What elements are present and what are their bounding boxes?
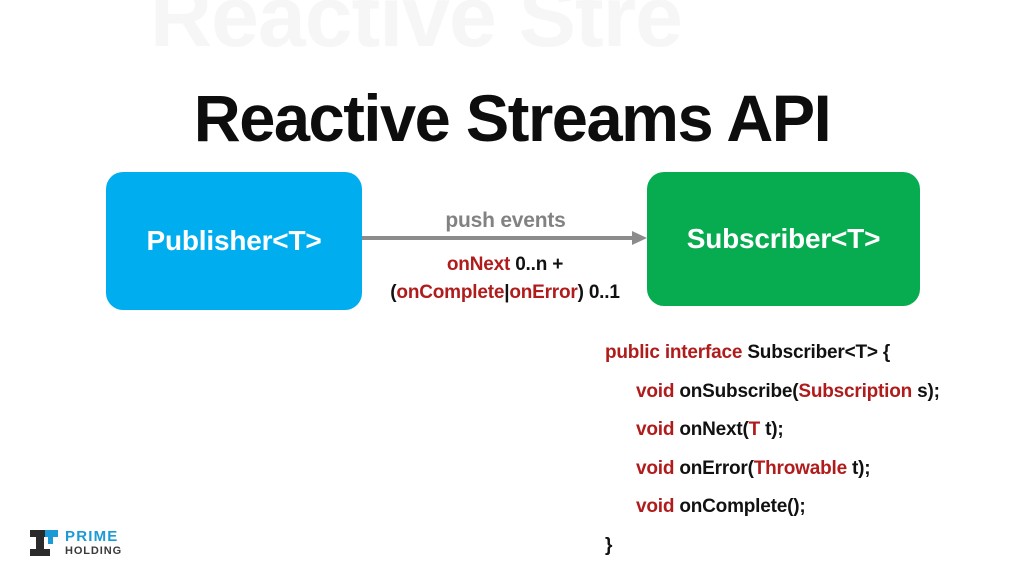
- background-watermark-text: Reactive Stre: [150, 0, 683, 65]
- code-line: public interface Subscriber<T> {: [605, 334, 1024, 373]
- pipe-separator: |: [504, 282, 510, 304]
- code-text: t);: [846, 457, 871, 479]
- publisher-node-label: Publisher<T>: [146, 225, 322, 256]
- code-text: onError(: [679, 457, 754, 479]
- arrow-line: [362, 236, 634, 240]
- i-beam-top: [30, 530, 50, 537]
- paren-open: (: [390, 282, 397, 304]
- i-beam-bottom: [30, 549, 50, 556]
- code-line: void onNext(T t);: [605, 411, 1024, 450]
- logo-primary-text: PRIME: [65, 528, 119, 545]
- code-keyword: Throwable: [753, 457, 847, 479]
- arrow-top-label: push events: [445, 209, 566, 232]
- code-line: void onComplete();: [605, 488, 1024, 527]
- code-keyword: T: [748, 419, 761, 441]
- code-text: }: [605, 534, 613, 556]
- code-keyword: Subscription: [798, 380, 913, 402]
- i-beam-stem: [36, 536, 44, 551]
- code-keyword: void: [636, 380, 680, 402]
- onnext-keyword: onNext: [446, 254, 511, 275]
- code-line: void onError(Throwable t);: [605, 450, 1024, 489]
- oncomplete-keyword: onComplete: [396, 282, 505, 304]
- code-text: t);: [760, 419, 784, 441]
- prime-holding-logo: PRIME HOLDING: [30, 528, 122, 558]
- code-line: }: [605, 527, 1024, 566]
- logo-wordmark: PRIME HOLDING: [65, 529, 122, 557]
- code-keyword: public interface: [605, 342, 748, 363]
- i-beam-accent-stem: [48, 536, 53, 544]
- terminal-cardinality: ) 0..1: [577, 282, 620, 304]
- arrow-contract-line-1: onNext 0..n +: [330, 251, 680, 279]
- code-text: onComplete();: [679, 496, 806, 518]
- logo-secondary-text: HOLDING: [65, 545, 123, 557]
- page-title: Reactive Streams API: [193, 81, 832, 156]
- arrow-contract-line-2: (onComplete|onError) 0..1: [330, 279, 680, 307]
- code-keyword: void: [636, 496, 680, 518]
- arrow-contract-label: onNext 0..n + (onComplete|onError) 0..1: [330, 251, 680, 307]
- publisher-node: Publisher<T>: [106, 172, 362, 310]
- subscriber-interface-code: public interface Subscriber<T> {void onS…: [605, 334, 1024, 566]
- code-text: s);: [912, 380, 940, 402]
- code-keyword: void: [636, 419, 680, 441]
- onnext-cardinality: 0..n +: [510, 254, 564, 275]
- code-text: onNext(: [679, 419, 749, 441]
- right-arrow-icon: [632, 231, 647, 245]
- i-beam-accent-top: [45, 530, 58, 537]
- publisher-to-subscriber-arrow: [362, 231, 649, 245]
- subscriber-node-label: Subscriber<T>: [686, 223, 881, 254]
- i-beam-icon: [30, 530, 58, 556]
- code-keyword: void: [636, 457, 680, 479]
- onerror-keyword: onError: [509, 282, 578, 304]
- code-text: onSubscribe(: [679, 380, 799, 402]
- subscriber-node: Subscriber<T>: [647, 172, 920, 306]
- code-line: void onSubscribe(Subscription s);: [605, 373, 1024, 412]
- code-text: Subscriber<T> {: [747, 342, 891, 363]
